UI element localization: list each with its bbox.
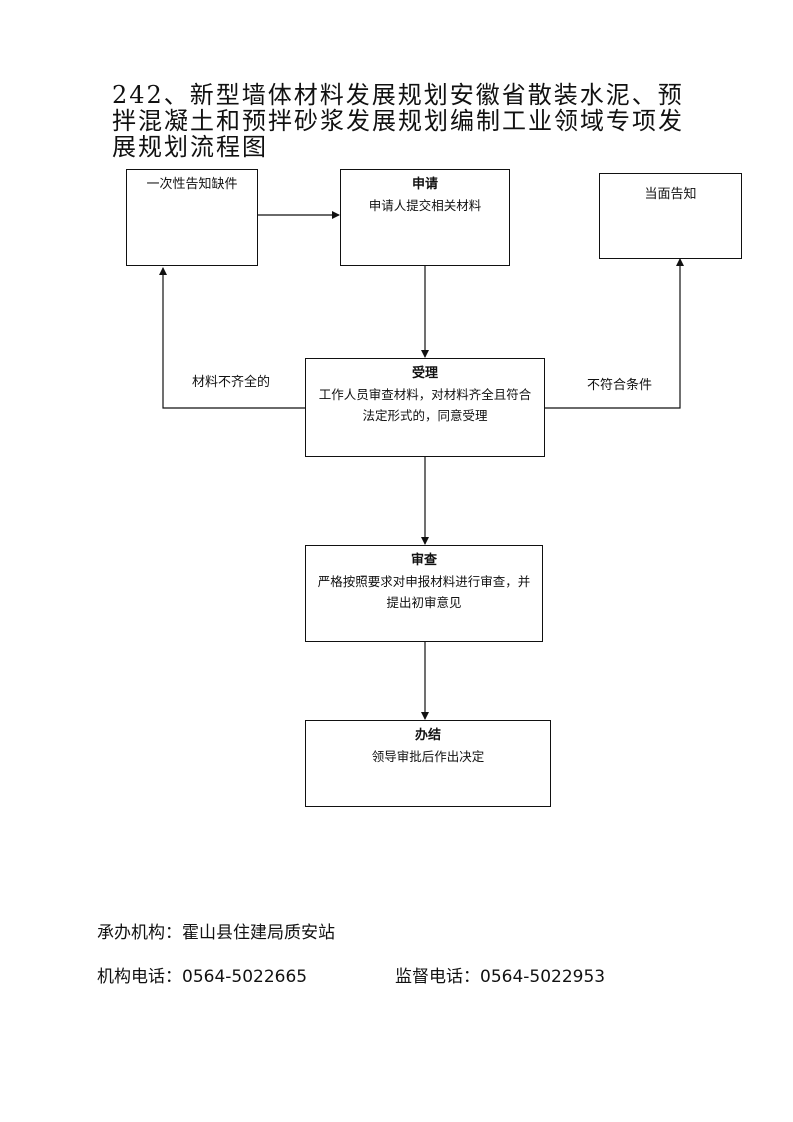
- node-review-body: 严格按照要求对申报材料进行审查，并提出初审意见: [317, 574, 531, 610]
- node-accept: 受理 工作人员审查材料，对材料齐全且符合法定形式的，同意受理: [305, 358, 545, 457]
- footer-supervise-value: 0564-5022953: [480, 967, 606, 987]
- node-apply-title: 申请: [411, 177, 438, 192]
- footer-org: 承办机构：霍山县住建局质安站: [97, 918, 335, 943]
- arrow-accept-to-inform: [545, 258, 684, 409]
- node-complete-title: 办结: [414, 728, 441, 743]
- footer-org-label: 承办机构：: [97, 923, 182, 943]
- node-review: 审查 严格按照要求对申报材料进行审查，并提出初审意见: [305, 545, 543, 642]
- node-inform: 当面告知: [599, 173, 742, 259]
- node-accept-body: 工作人员审查材料，对材料齐全且符合法定形式的，同意受理: [318, 387, 532, 423]
- footer-supervise-label: 监督电话：: [395, 967, 480, 987]
- footer-phone: 机构电话：0564-5022665: [97, 962, 307, 987]
- node-apply-body: 申请人提交相关材料: [368, 198, 482, 213]
- footer-phone-value: 0564-5022665: [182, 967, 308, 987]
- arrow-accept-to-notify: [159, 267, 305, 409]
- node-complete-body: 领导审批后作出决定: [371, 749, 485, 764]
- edge-label-incomplete: 材料不齐全的: [192, 375, 271, 390]
- page-title: 242、新型墙体材料发展规划安徽省散装水泥、预拌混凝土和预拌砂浆发展规划编制工业…: [112, 81, 684, 161]
- node-review-title: 审查: [410, 553, 437, 568]
- node-notify-missing: 一次性告知缺件: [126, 169, 258, 266]
- node-notify-missing-text: 一次性告知缺件: [146, 177, 238, 192]
- footer-supervise: 监督电话：0564-5022953: [395, 962, 605, 987]
- node-apply: 申请 申请人提交相关材料: [340, 169, 510, 266]
- node-accept-title: 受理: [411, 366, 438, 381]
- footer-org-value: 霍山县住建局质安站: [182, 923, 335, 943]
- node-inform-text: 当面告知: [644, 187, 697, 202]
- node-complete: 办结 领导审批后作出决定: [305, 720, 551, 807]
- edge-label-not-qualified: 不符合条件: [587, 378, 653, 393]
- footer-phone-label: 机构电话：: [97, 967, 182, 987]
